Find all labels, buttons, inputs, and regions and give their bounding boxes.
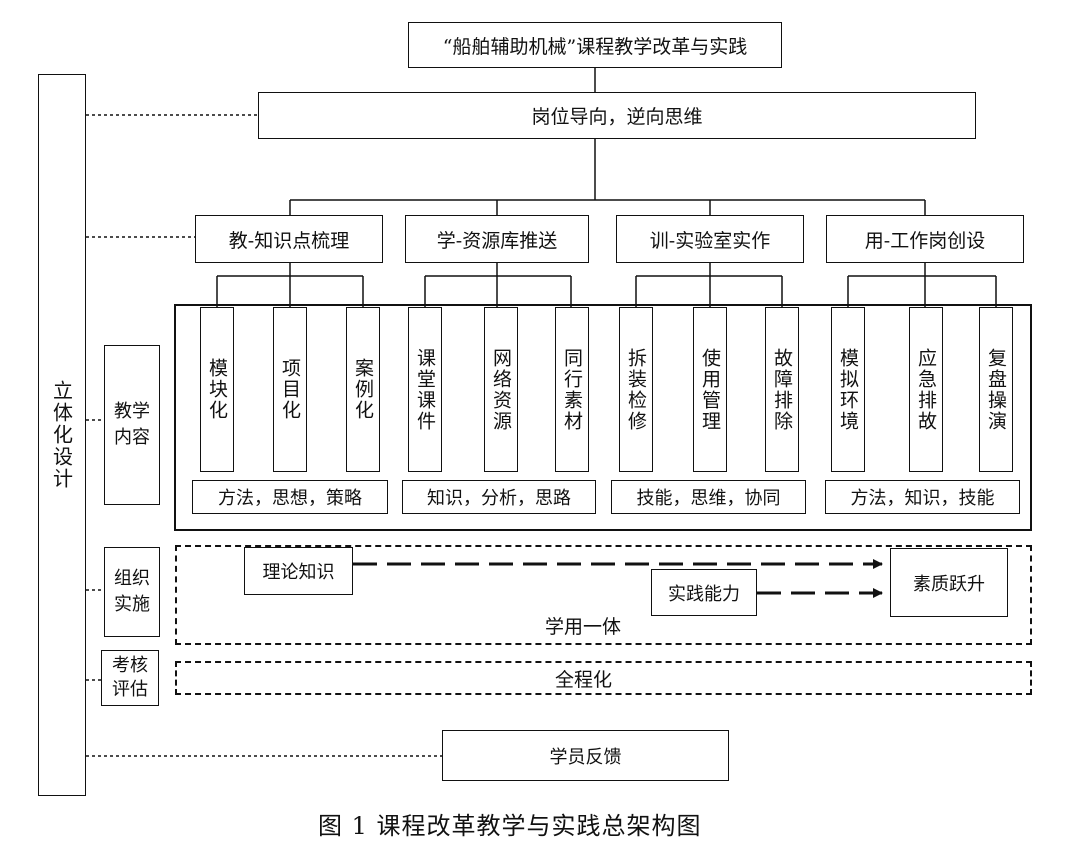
left-bar: 立体化设计 <box>38 74 86 796</box>
branch-header-train: 训-实验室实作 <box>616 215 804 263</box>
unity-text: 学用一体 <box>545 616 622 638</box>
side-label-assess-text: 考核评估 <box>112 655 148 700</box>
sub-item: 应急排故 <box>909 307 943 472</box>
figure-caption: 图 1 课程改革教学与实践总架构图 <box>318 812 702 840</box>
theory-box: 理论知识 <box>244 547 353 595</box>
summary-learn: 知识，分析，思路 <box>402 480 596 514</box>
practice-box: 实践能力 <box>651 569 757 616</box>
assess-text: 全程化 <box>555 669 613 691</box>
sub-item: 模块化 <box>200 307 234 472</box>
quality-box: 素质跃升 <box>890 548 1008 617</box>
title-box: “船舶辅助机械”课程教学改革与实践 <box>408 22 782 68</box>
sub-item: 故障排除 <box>765 307 799 472</box>
summary-apply: 方法，知识，技能 <box>825 480 1020 514</box>
organize-region <box>175 545 1032 645</box>
content-frame <box>174 304 1032 531</box>
side-label-organize: 组织实施 <box>104 547 160 637</box>
summary-train: 技能，思维，协同 <box>611 480 806 514</box>
feedback-box: 学员反馈 <box>442 730 729 781</box>
branch-header-teach: 教-知识点梳理 <box>195 215 383 263</box>
sub-item: 课堂课件 <box>408 307 442 472</box>
assess-region <box>175 661 1032 695</box>
sub-item: 使用管理 <box>693 307 727 472</box>
side-label-organize-text: 组织实施 <box>114 568 150 615</box>
sub-item: 拆装检修 <box>619 307 653 472</box>
left-bar-text: 立体化设计 <box>49 380 74 490</box>
sub-item: 模拟环境 <box>831 307 865 472</box>
title-text: “船舶辅助机械”课程教学改革与实践 <box>442 35 748 58</box>
sub-item: 项目化 <box>273 307 307 472</box>
sub-item: 复盘操演 <box>979 307 1013 472</box>
branch-header-learn: 学-资源库推送 <box>405 215 589 263</box>
side-label-assess: 考核评估 <box>101 650 159 706</box>
sub-item: 案例化 <box>346 307 380 472</box>
sub-item: 同行素材 <box>555 307 589 472</box>
sub-item: 网络资源 <box>484 307 518 472</box>
branch-header-apply: 用-工作岗创设 <box>826 215 1024 263</box>
summary-teach: 方法，思想，策略 <box>192 480 388 514</box>
guide-text: 岗位导向，逆向思维 <box>531 106 703 128</box>
guide-box: 岗位导向，逆向思维 <box>258 92 976 139</box>
side-label-content: 教学内容 <box>104 345 160 505</box>
side-label-content-text: 教学内容 <box>114 401 150 448</box>
